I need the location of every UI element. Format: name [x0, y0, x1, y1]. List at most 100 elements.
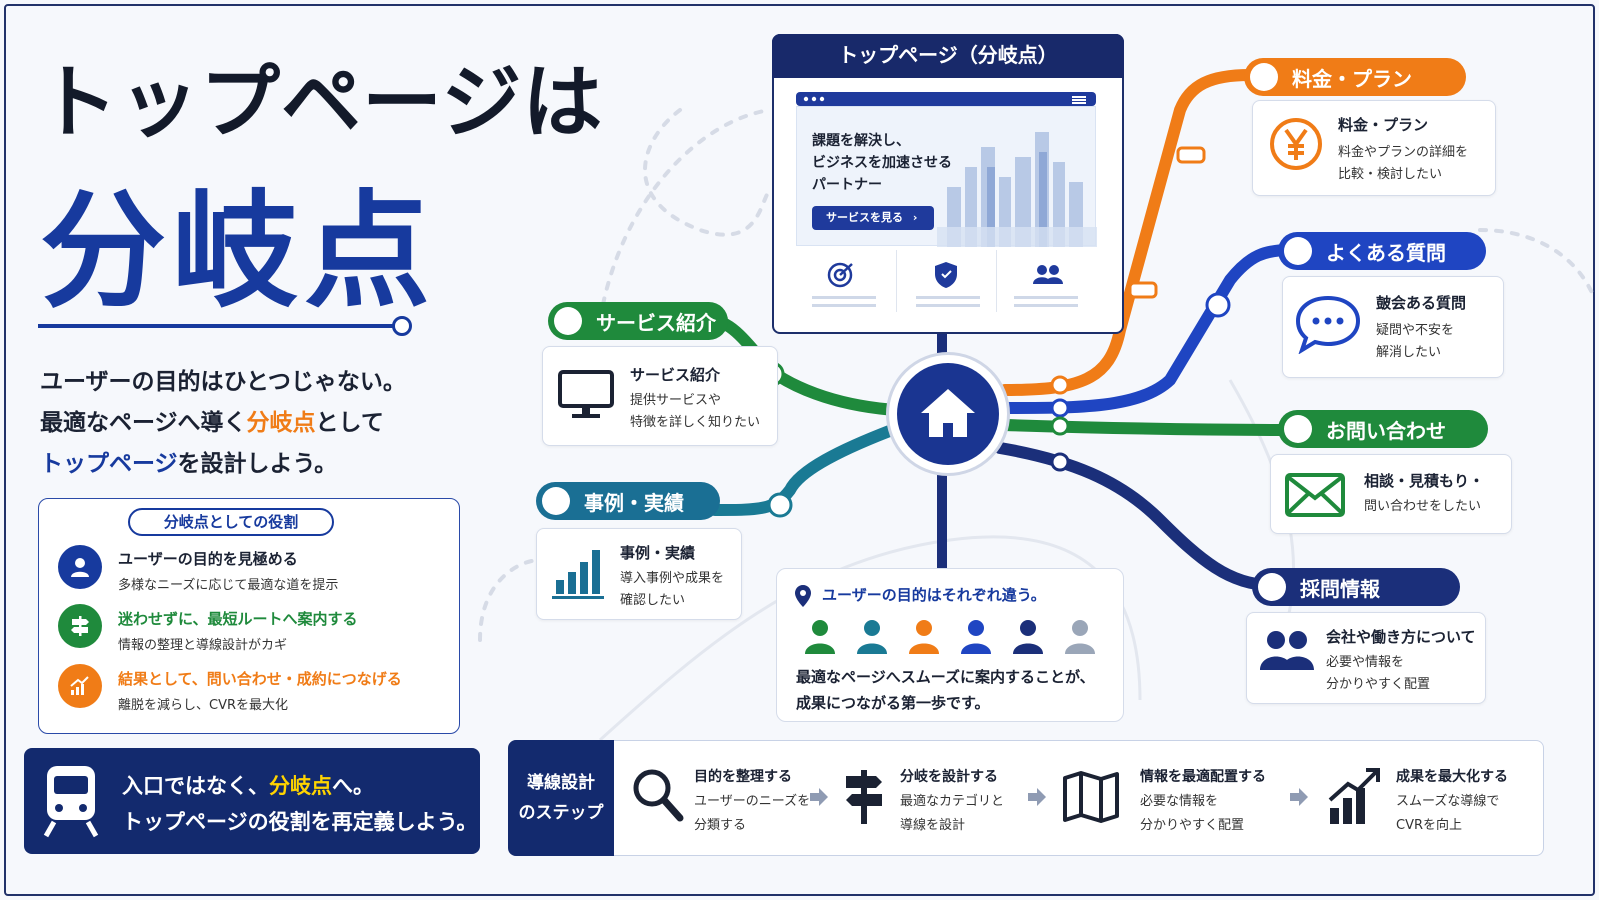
route-pill-service[interactable]: サービス紹介 [548, 302, 728, 340]
route-dot [1250, 63, 1278, 91]
growth-chart-icon [1326, 766, 1382, 832]
pricing-card-title: 料金・プラン [1338, 116, 1429, 134]
recruit-card-sub: 必要や情報を分かりやすく配置 [1326, 652, 1430, 696]
recruit-card-title: 会社や働き方について [1326, 628, 1476, 646]
mockup-line-2 [916, 296, 980, 299]
home-icon [921, 389, 975, 437]
recruit-card[interactable] [1246, 612, 1486, 704]
role-item-2-title: 迷わせずに、最短ルートへ案内する [118, 610, 358, 628]
purpose-body: 最適なページへスムーズに案内することが、 成果につながる第一歩です。 [796, 664, 1095, 716]
target-icon [820, 260, 860, 294]
mockup-divider-2 [996, 250, 997, 312]
hero-text-line3: パートナー [812, 177, 882, 193]
route-dot [1284, 237, 1312, 265]
person-icon [1065, 620, 1095, 654]
person-icon [857, 620, 887, 654]
contact-card-title: 相談・見積もり・ [1364, 472, 1485, 490]
lead-line2: 最適なページへ導く分岐点として [40, 403, 406, 444]
hero-text-line2: ビジネスを加速させる [812, 155, 952, 171]
hero-text-line1: 課題を解決し、 [812, 133, 910, 149]
lead-text: ユーザーの目的はひとつじゃない。 最適なページへ導く分岐点として トップページを… [40, 362, 406, 485]
deco-dash-2 [643, 108, 772, 237]
signpost-icon [842, 768, 886, 830]
service-card[interactable] [542, 346, 778, 446]
role-item-1-sub: 多様なニーズに応じて最適な道を提示 [118, 578, 339, 593]
service-card-sub: 提供サービスや特徴を詳しく知りたい [630, 390, 760, 434]
steps-heading-line2: のステップ [518, 803, 604, 823]
step-1-sub-1: ユーザーのニーズを [694, 794, 811, 809]
connector-pricing-2 [1176, 146, 1206, 164]
mockup-service-button[interactable]: サービスを見る › [812, 206, 934, 230]
mockup-hero [796, 106, 1097, 247]
route-line-cases [709, 424, 898, 516]
user-icon [58, 545, 102, 589]
people-row [800, 616, 1100, 656]
step-2-sub-2: 導線を設計 [900, 818, 966, 833]
train-icon [42, 762, 100, 842]
chevron-right-icon: › [912, 211, 918, 224]
lead-line2-pre: 最適なページへ導く [40, 410, 247, 436]
people-icon [1258, 628, 1316, 678]
deco-dash-3 [1478, 228, 1597, 302]
station-cases [767, 492, 793, 518]
station-pricing-1 [1050, 375, 1070, 395]
lead-line1: ユーザーの目的はひとつじゃない。 [40, 369, 406, 395]
arrow-right-icon [1288, 786, 1310, 812]
station-recruit [1050, 452, 1070, 472]
magnifier-icon [630, 766, 684, 828]
page-frame [4, 4, 1595, 896]
route-line-contact [999, 419, 1296, 436]
title-underline-dot [392, 316, 412, 336]
steps-heading: 導線設計 のステップ [508, 740, 614, 856]
location-pin-icon [794, 584, 812, 612]
yen-icon [1268, 116, 1324, 176]
route-dot [542, 487, 570, 515]
mockup-line-1 [812, 296, 876, 299]
step-4-sub-1: スムーズな導線で [1396, 794, 1500, 809]
role-item-3-sub: 離脱を減らし、CVRを最大化 [118, 698, 289, 713]
route-dot [1284, 415, 1312, 443]
purpose-body-line1: 最適なページへスムーズに案内することが、 [796, 668, 1095, 686]
route-pill-recruit[interactable]: 採問情報 [1252, 568, 1460, 606]
lead-line3-post: を設計しよう。 [177, 451, 338, 477]
purpose-body-line2: 成果につながる第一歩です。 [796, 694, 990, 712]
cases-card-sub: 導入事例や成果を確認したい [620, 568, 724, 612]
route-pill-contact[interactable]: お問い合わせ [1278, 410, 1488, 448]
recruit-card-sub-2: 分かりやすく配置 [1326, 677, 1431, 692]
step-4-title: 成果を最大化する [1396, 769, 1508, 785]
cta-box [24, 748, 480, 854]
mockup-service-button-label: サービスを見る [826, 211, 903, 224]
route-pill-cases[interactable]: 事例・実績 [536, 482, 720, 520]
cases-card-title: 事例・実績 [620, 544, 696, 562]
route-line-recruit [994, 442, 1276, 591]
deco-dash-4 [478, 558, 542, 642]
people-icon [1028, 260, 1068, 294]
service-card-sub-1: 提供サービスや [630, 393, 722, 408]
purpose-title: ユーザーの目的はそれぞれ違う。 [822, 586, 1046, 604]
cta-line1-pre: 入口ではなく、 [122, 774, 269, 798]
title-underline [38, 324, 402, 328]
person-icon [909, 620, 939, 654]
route-pill-faq-label: よくある質問 [1326, 240, 1446, 265]
cases-card-sub-1: 導入事例や成果を [620, 571, 725, 586]
step-1-title: 目的を整理する [694, 769, 792, 785]
person-icon [805, 620, 835, 654]
route-pill-faq[interactable]: よくある質問 [1278, 232, 1486, 270]
chat-bubble-icon [1294, 294, 1362, 358]
route-pill-pricing[interactable]: 料金・プラン [1244, 58, 1466, 96]
cta-line2: トップページの役割を再定義しよう。 [122, 810, 478, 834]
signpost-icon [58, 604, 102, 648]
route-dot [1258, 573, 1286, 601]
main-title-line2: 分岐点 [40, 178, 436, 325]
lead-line3-highlight: トップページ [40, 451, 178, 477]
person-icon [961, 620, 991, 654]
step-4-sub-2: CVRを向上 [1396, 818, 1463, 833]
station-faq-2 [1050, 398, 1070, 418]
contact-card-sub-1: 問い合わせをしたい [1364, 499, 1482, 514]
lead-line3: トップページを設計しよう。 [40, 444, 406, 485]
purpose-box [776, 568, 1124, 722]
role-item-3-title: 結果として、問い合わせ・成約につなげる [118, 670, 402, 688]
hub[interactable] [897, 363, 999, 465]
cta-text: 入口ではなく、分岐点へ。 トップページの役割を再定義しよう。 [122, 768, 477, 840]
route-dot [554, 307, 582, 335]
